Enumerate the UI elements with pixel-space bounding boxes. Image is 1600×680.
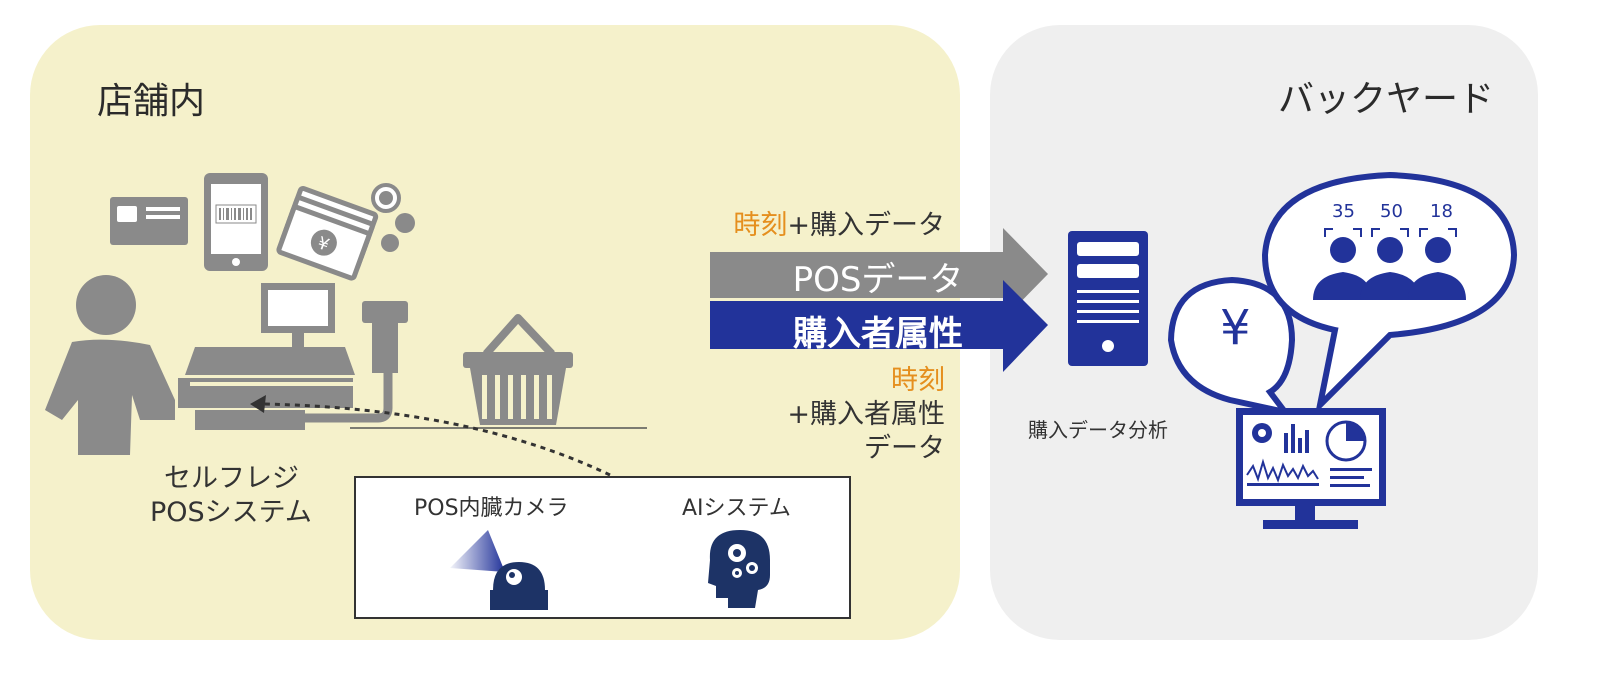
shopping-basket-icon — [463, 314, 573, 425]
monitor-dashboard-icon — [1236, 408, 1386, 529]
age-label-2: 50 — [1380, 201, 1403, 222]
customer-faces-icon — [1313, 228, 1466, 300]
cash-icon: ¥ — [276, 186, 379, 281]
pos-data-label: POSデータ — [792, 260, 964, 300]
time-purchase-label: 時刻+購入データ — [733, 210, 945, 241]
yen-bubble — [1167, 276, 1296, 417]
store-title: 店舗内 — [97, 81, 206, 122]
analysis-label: 購入データ分析 — [1028, 418, 1168, 442]
pos-data-arrow — [710, 228, 1048, 320]
yen-icon: ¥ — [1220, 300, 1251, 356]
time-attr-label: 時刻+購入者属性 データ — [787, 365, 945, 464]
person-icon — [45, 275, 175, 455]
buyer-attr-label: 購入者属性 — [793, 314, 963, 354]
server-icon — [1068, 231, 1148, 366]
barcode-scanner-icon — [300, 301, 408, 423]
ai-system-label: AIシステム — [682, 496, 791, 521]
age-label-1: 35 — [1332, 201, 1355, 222]
ai-brain-icon — [708, 530, 770, 608]
coin-icon — [371, 183, 415, 252]
smartphone-barcode-icon — [204, 173, 268, 271]
camera-icon — [450, 530, 548, 610]
camera-label: POS内臓カメラ — [414, 496, 569, 521]
age-label-3: 18 — [1430, 201, 1453, 222]
buyer-attr-arrow — [710, 280, 1048, 372]
camera-view-arrow — [250, 395, 611, 477]
backyard-title: バックヤード — [1278, 79, 1495, 120]
pos-system-label: セルフレジ POSシステム — [150, 463, 312, 528]
card-icon — [110, 197, 188, 245]
